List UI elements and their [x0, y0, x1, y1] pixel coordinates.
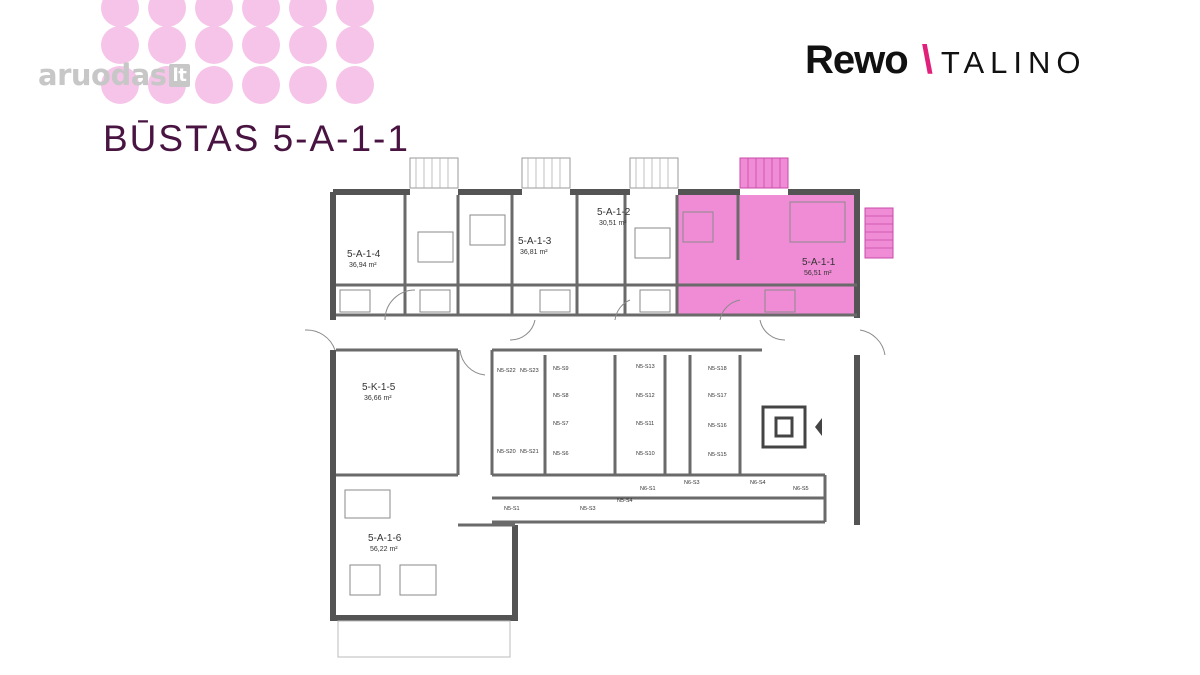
door-swings — [304, 289, 886, 376]
apartment-id-label: 5-A-1-1 — [802, 257, 836, 268]
storage-unit-label: N6-S4 — [750, 480, 766, 486]
exterior-walls — [330, 189, 860, 621]
storage-unit-label: N5-S12 — [636, 393, 655, 399]
storage-unit-label: N5-S6 — [553, 451, 569, 457]
storage-unit-label: N5-S15 — [708, 452, 727, 458]
storage-unit-label: N5-S13 — [636, 364, 655, 370]
decorative-dot — [101, 26, 139, 64]
brand-logo: Rewo \TALINO — [805, 38, 1086, 83]
storage-unit-label: N5-S22 — [497, 368, 516, 374]
decorative-dot — [148, 26, 186, 64]
apartment-id-label: 5-A-1-4 — [347, 249, 381, 260]
watermark-name: aruodas — [38, 58, 167, 92]
balcony-hatching — [415, 158, 669, 188]
storage-unit-label: N5-S10 — [636, 451, 655, 457]
decorative-dot — [195, 0, 233, 27]
decorative-dot — [101, 0, 139, 27]
decorative-dot — [336, 66, 374, 104]
apartment-id-label: 5-A-1-2 — [597, 207, 631, 218]
storage-unit-label: N5-S9 — [553, 366, 569, 372]
decorative-dot — [289, 0, 327, 27]
storage-unit-label: N5-S4 — [617, 498, 633, 504]
decorative-dot — [289, 26, 327, 64]
apartment-labels: 5-A-1-4 36,94 m² 5-A-1-3 36,81 m² 5-A-1-2 30,… — [347, 207, 836, 553]
storage-unit-label: N5-S3 — [580, 506, 596, 512]
storage-unit-label: N6-S5 — [793, 486, 809, 492]
decorative-dot — [336, 0, 374, 27]
brand-slash-icon: \ — [921, 38, 933, 82]
apartment-area-label: 36,66 m² — [364, 395, 392, 402]
storage-unit-label: N5-S8 — [553, 393, 569, 399]
decorative-dot — [148, 0, 186, 27]
storage-unit-label: N5-S1 — [504, 506, 520, 512]
decorative-dot — [242, 66, 280, 104]
apartment-area-label: 56,51 m² — [804, 270, 832, 277]
apartment-id-label: 5-A-1-6 — [368, 533, 402, 544]
brand-secondary: TALINO — [940, 45, 1087, 80]
apartment-area-label: 56,22 m² — [370, 546, 398, 553]
decorative-dot — [195, 66, 233, 104]
highlighted-apartment-area[interactable] — [677, 195, 857, 315]
entrance-arrow-icon — [815, 418, 822, 436]
storage-unit-label: N6-S1 — [640, 486, 656, 492]
storage-unit-label: N5-S16 — [708, 423, 727, 429]
furniture — [339, 201, 846, 596]
decorative-dot — [242, 0, 280, 27]
balconies — [409, 157, 679, 189]
stairwell — [761, 405, 807, 449]
decorative-dot — [242, 26, 280, 64]
page-title: BŪSTAS 5-A-1-1 — [103, 118, 410, 159]
storage-unit-label: N6-S3 — [684, 480, 700, 486]
storage-unit-label: N5-S23 — [520, 368, 539, 374]
apartment-area-label: 30,51 m² — [599, 220, 627, 227]
interior-walls — [336, 195, 857, 527]
storage-unit-label: N5-S17 — [708, 393, 727, 399]
storage-unit-label: N5-S11 — [636, 421, 654, 427]
highlighted-terrace — [864, 207, 894, 259]
apartment-area-label: 36,94 m² — [349, 262, 377, 269]
storage-unit-label: N5-S18 — [708, 366, 727, 372]
decorative-dot-pattern — [101, 0, 374, 104]
brand-primary: Rewo — [805, 38, 909, 82]
storage-unit-label: N5-S21 — [520, 449, 539, 455]
decorative-dot — [289, 66, 327, 104]
watermark-suffix: lt — [168, 64, 191, 87]
decorative-dot — [101, 66, 139, 104]
decorative-dot — [195, 26, 233, 64]
apartment-area-label: 36,81 m² — [520, 249, 548, 256]
apartment-id-label: 5-A-1-3 — [518, 236, 552, 247]
highlighted-balcony-hatching — [747, 158, 893, 249]
terrace-outline — [337, 620, 511, 658]
decorative-dot — [336, 26, 374, 64]
apartment-id-label: 5-K-1-5 — [362, 382, 396, 393]
storage-unit-label: N5-S7 — [553, 421, 569, 427]
storage-unit-label: N5-S20 — [497, 449, 516, 455]
